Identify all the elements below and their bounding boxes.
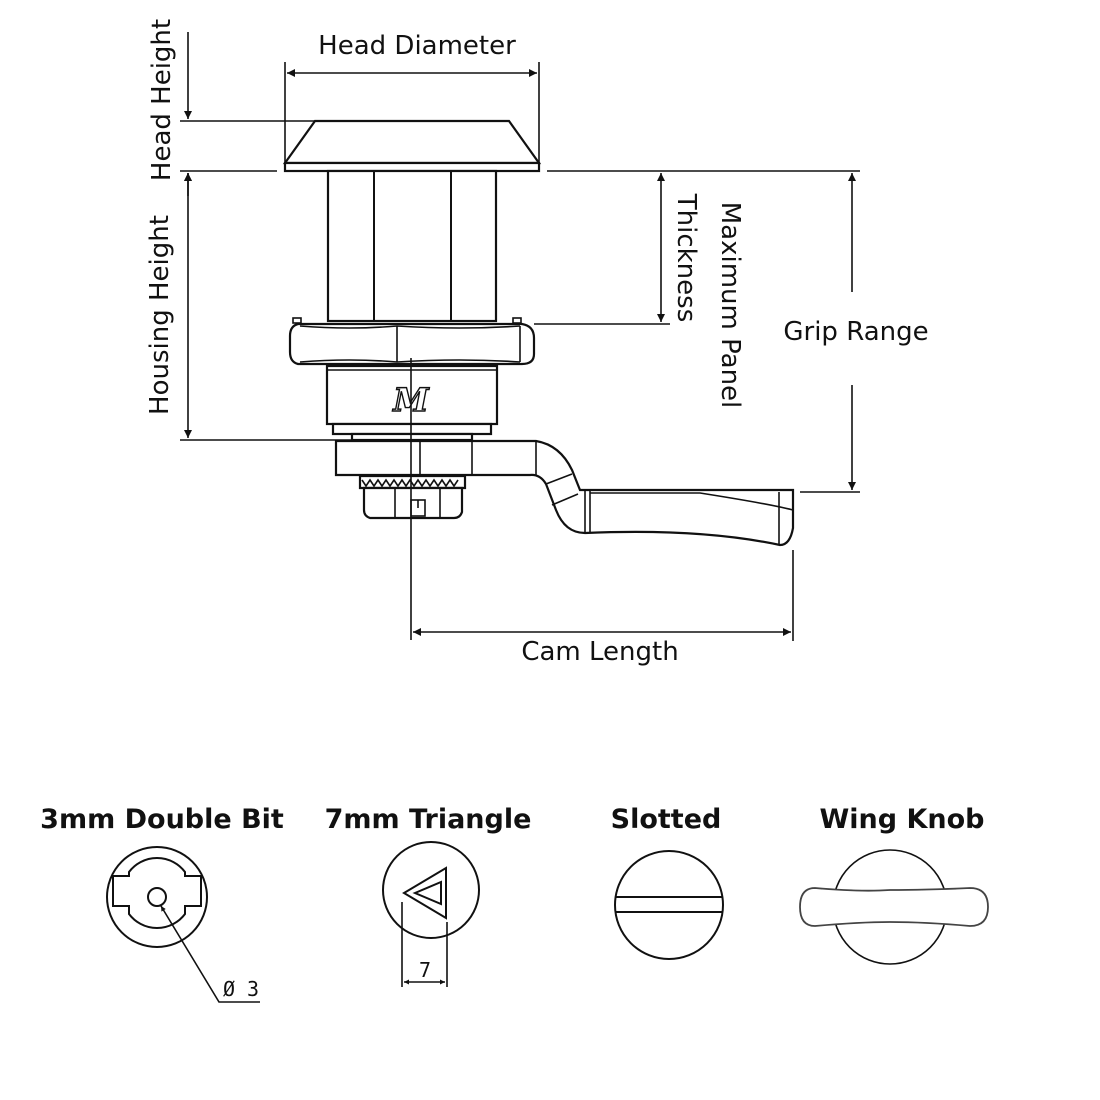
triangle-key-icon <box>382 841 480 939</box>
wing-knob-icon <box>799 849 989 965</box>
dimension-housing-height: Housing Height <box>145 173 352 441</box>
label-head-height: Head Height <box>147 19 177 181</box>
key-type-triangle: 7mm Triangle 7 <box>325 804 532 987</box>
label-max-panel-line2: Thickness <box>671 193 701 323</box>
key-type-double-bit: 3mm Double Bit Ø 3 <box>40 804 284 1003</box>
hex-nut <box>288 317 536 374</box>
key-title-double-bit: 3mm Double Bit <box>40 804 284 835</box>
label-housing-height: Housing Height <box>145 215 175 415</box>
dimension-head-diameter: Head Diameter <box>284 31 540 163</box>
label-head-diameter: Head Diameter <box>318 31 516 61</box>
annotation-diameter-3: Ø 3 <box>223 977 259 1001</box>
bottom-nut <box>358 474 467 520</box>
key-type-slotted: Slotted <box>611 804 724 960</box>
dimension-head-height: Head Height <box>147 19 315 196</box>
key-type-wing-knob: Wing Knob <box>799 804 989 965</box>
dimension-max-panel-thickness: Thickness Maximum Panel <box>534 170 860 409</box>
key-title-wing-knob: Wing Knob <box>819 804 984 835</box>
cam-arm <box>334 439 795 547</box>
key-title-triangle: 7mm Triangle <box>325 804 532 835</box>
double-bit-icon <box>106 846 208 948</box>
label-cam-length: Cam Length <box>521 637 678 667</box>
lock-head <box>282 119 542 173</box>
label-max-panel-line1: Maximum Panel <box>715 202 745 409</box>
annotation-width-7: 7 <box>419 958 431 982</box>
key-title-slotted: Slotted <box>611 804 722 835</box>
lock-housing <box>326 169 498 323</box>
dimension-cam-length: Cam Length <box>413 550 794 667</box>
slotted-icon <box>614 850 724 960</box>
lower-housing: M <box>325 364 499 442</box>
label-grip-range: Grip Range <box>783 317 928 347</box>
lock-body: M <box>282 119 795 640</box>
dimension-grip-range: Grip Range <box>783 173 929 493</box>
